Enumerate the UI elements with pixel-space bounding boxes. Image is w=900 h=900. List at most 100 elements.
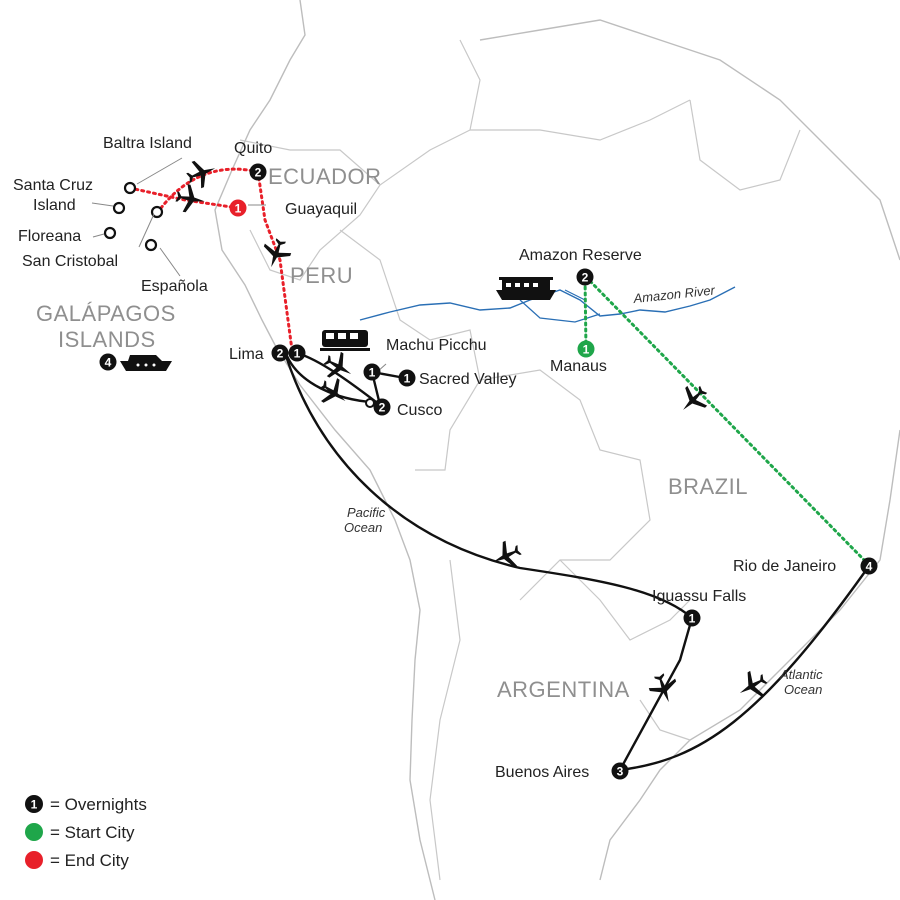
svg-text:2: 2 [255,166,262,180]
ship-icon [120,355,172,371]
svg-text:2: 2 [277,347,284,361]
lima-iguassu-route [284,355,693,619]
svg-text:1: 1 [689,612,696,626]
city-label-rio: Rio de Janeiro [733,558,836,575]
legend-end-city: = End City [25,851,129,870]
landmass-outlines [214,0,900,900]
amazon-river [359,286,736,321]
colombia-border [379,39,481,186]
city-label-iguassu: Iguassu Falls [652,588,746,605]
svg-text:1: 1 [369,366,376,380]
sacred-valley-badge: 1 [398,369,416,387]
airplane-icon [313,372,354,413]
iguassu-ba-route [618,617,694,771]
city-label-manaus: Manaus [550,358,607,375]
svg-text:1: 1 [31,798,38,812]
country-label-argentina: ARGENTINA [497,677,630,702]
guayaquil-badge: 1 [229,199,247,217]
svg-text:1: 1 [294,347,301,361]
cusco-badge: 2 [373,398,391,416]
city-label-guayaquil: Guayaquil [285,201,357,218]
svg-text:4: 4 [866,560,873,574]
city-label-machu-picchu: Machu Picchu [386,337,487,354]
santa-cruz-marker [112,201,126,215]
machu-picchu-badge: 1 [363,363,381,381]
pacific-ocean-label-2: Ocean [344,520,382,535]
legend-start-city: = Start City [25,823,135,842]
manaus-badge: 1 [577,340,595,358]
river-boat-icon [496,277,556,300]
airplane-icon [258,235,295,272]
floreana-marker [103,226,117,240]
buenos-aires-badge: 3 [611,762,629,780]
peru-border [339,229,481,471]
lima-badge-b: 1 [288,344,306,362]
svg-text:1: 1 [235,202,242,216]
amazon-tributary [519,289,601,323]
uruguay-border [639,699,691,741]
svg-text:4: 4 [105,356,112,370]
country-label-galapagos: GALÁPAGOS [36,301,176,326]
green-route-manaus-rio [583,275,871,567]
espanola-marker [144,238,158,252]
city-label-baltra: Baltra Island [103,135,192,152]
paraguay-border [559,559,691,641]
city-label-floreana: Floreana [18,228,81,245]
chile-argentina-border [429,559,461,881]
pacific-ocean-label-1: Pacific [347,505,386,520]
pacific-coastline [214,0,436,900]
city-label-amazon-reserve: Amazon Reserve [519,247,642,264]
country-label-ecuador: ECUADOR [268,164,382,189]
svg-text:1: 1 [404,372,411,386]
lima-cusco-route [285,351,406,406]
city-label-san-cristobal: San Cristobal [22,253,118,270]
legend-overnights: 1 = Overnights [25,795,147,814]
rio-badge: 4 [860,557,878,575]
bolivia-border [479,369,651,601]
iguassu-badge: 1 [683,609,701,627]
airplane-icon [645,670,682,707]
venezuela-border [470,99,691,141]
legend: 1 = Overnights = Start City = End City [25,795,147,870]
svg-text:= Overnights: = Overnights [50,795,147,814]
quito-badge: 2 [249,163,267,181]
train-icon [320,330,370,351]
galapagos-cruise-badge: 4 [99,353,117,371]
airplane-icons [173,155,772,707]
atlantic-ocean-label-2: Ocean [784,682,822,697]
country-label-islands: ISLANDS [58,327,156,352]
routes [128,167,871,772]
airplane-icon [732,666,772,706]
cusco-ruins-marker [365,398,375,408]
country-label-brazil: BRAZIL [668,474,748,499]
svg-text:2: 2 [582,271,589,285]
city-label-espanola: Española [141,278,208,295]
galapagos-island-markers [103,181,375,408]
svg-text:3: 3 [617,765,624,779]
city-label-santa-cruz-1: Santa Cruz [13,177,93,194]
city-label-cusco: Cusco [397,402,442,419]
baltra-marker [123,181,137,195]
ecuador-border [239,139,381,281]
city-label-lima: Lima [229,346,264,363]
amazon-reserve-badge: 2 [576,268,594,286]
overnight-badges: 2 1 4 2 1 2 1 1 [99,163,878,780]
ba-rio-route [619,565,870,772]
svg-text:1: 1 [583,343,590,357]
lima-badge-a: 2 [271,344,289,362]
leader-lines [91,157,387,373]
svg-text:2: 2 [379,401,386,415]
city-label-quito: Quito [234,140,272,157]
atlantic-coastline [479,19,900,881]
city-label-buenos-aires: Buenos Aires [495,764,589,781]
city-label-sacred-valley: Sacred Valley [419,371,517,388]
country-label-peru: PERU [290,263,353,288]
svg-text:= Start City: = Start City [50,823,135,842]
san-cristobal-marker [150,205,164,219]
atlantic-ocean-label-1: Atlantic [779,667,823,682]
red-route-quito-galapagos [128,167,294,352]
city-label-santa-cruz-2: Island [33,197,76,214]
guyana-border [689,99,801,191]
svg-text:= End City: = End City [50,851,129,870]
